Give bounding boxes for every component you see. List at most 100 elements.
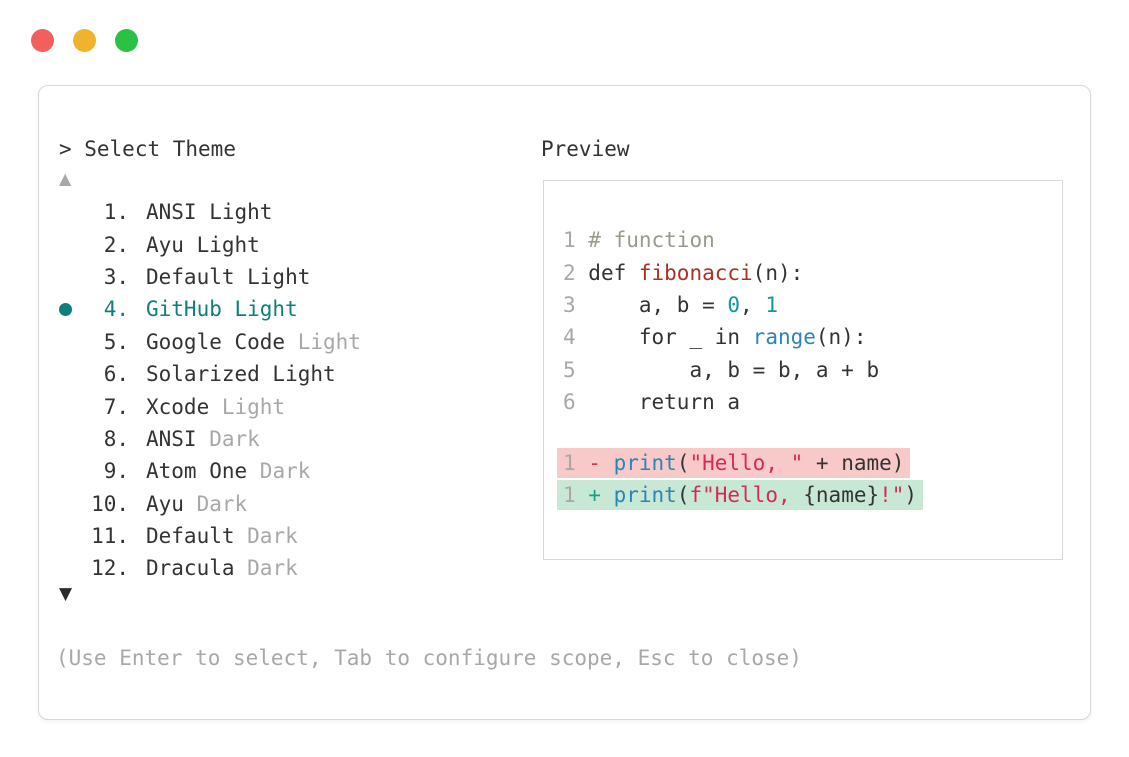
theme-name: Default Dark [146, 524, 298, 549]
preview-label: Preview [541, 137, 630, 161]
code-line: 3 a, b = 0, 1 [563, 289, 1062, 321]
theme-variant-muted: Dark [196, 426, 260, 451]
theme-list-item[interactable]: 12. Dracula Dark [39, 552, 519, 584]
theme-name: ANSI Dark [146, 426, 260, 451]
window-controls [31, 29, 138, 52]
theme-variant-muted: Dark [247, 459, 311, 484]
line-number: 1 [563, 450, 589, 475]
theme-number: 2. [103, 232, 129, 257]
code-line: 5 a, b = b, a + b [563, 354, 1062, 386]
theme-list-item[interactable]: 1. ANSI Light [39, 196, 519, 228]
code-token-plain: , [740, 292, 766, 317]
theme-number: 6. [103, 362, 129, 387]
theme-list-item[interactable]: 3. Default Light [39, 261, 519, 293]
selected-bullet-icon [59, 302, 72, 316]
theme-name: Xcode Light [146, 394, 286, 419]
theme-number: 9. [103, 459, 129, 484]
line-number: 4 [563, 325, 589, 350]
close-button[interactable] [31, 29, 54, 52]
code-token-del: - [588, 450, 614, 475]
theme-list-item[interactable]: 9. Atom One Dark [39, 455, 519, 487]
keyboard-hints: (Use Enter to select, Tab to configure s… [56, 646, 802, 670]
code-token-plain: (n): [815, 325, 867, 350]
code-token-plain: for _ in [588, 325, 753, 350]
code-token-plain: ( [676, 450, 690, 475]
theme-number: 8. [103, 426, 129, 451]
theme-number: 7. [103, 394, 129, 419]
bullet-cell [39, 530, 91, 543]
theme-number: 5. [103, 329, 129, 354]
theme-list-item[interactable]: 7. Xcode Light [39, 390, 519, 422]
bullet-cell [39, 368, 91, 381]
code-line: 1 # function [563, 224, 1062, 256]
theme-list-item[interactable]: 5.Google Code Light [39, 326, 519, 358]
bullet-cell [39, 206, 91, 219]
theme-number: 4. [103, 297, 129, 322]
theme-number: 12. [91, 556, 129, 581]
bullet-cell [39, 497, 91, 510]
scroll-down-icon[interactable]: ▼ [59, 584, 73, 604]
code-token-plain: ) [904, 482, 918, 507]
code-line: 6 return a [563, 386, 1062, 418]
code-token-builtin: print [613, 450, 677, 475]
code-line: 2 def fibonacci(n): [563, 256, 1062, 288]
code-token-number: 0 [727, 292, 741, 317]
code-spacer [563, 418, 1062, 446]
scroll-up-icon[interactable]: ▲ [59, 169, 72, 188]
theme-list-item[interactable]: 6.Solarized Light [39, 358, 519, 390]
diff-highlight: 1 - print("Hello, " + name) [557, 447, 911, 478]
theme-variant-muted: Dark [183, 491, 248, 516]
select-theme-header: > Select Theme [59, 133, 236, 165]
theme-number: 3. [103, 264, 129, 289]
theme-list-item[interactable]: 2. Ayu Light [39, 228, 519, 260]
diff-highlight: 1 + print(f"Hello, {name}!") [557, 479, 924, 510]
theme-variant-muted: Light [285, 329, 361, 354]
theme-name: GitHub Light [146, 297, 298, 322]
bullet-cell [39, 335, 91, 348]
diff-line-deleted: 1 - print("Hello, " + name) [557, 446, 1062, 478]
bullet-cell [39, 465, 91, 478]
code-token-plain: {name} [803, 482, 880, 507]
theme-name: Ayu Light [146, 232, 260, 257]
line-number: 5 [563, 357, 589, 382]
theme-list-item[interactable]: 11.Default Dark [39, 520, 519, 552]
theme-number: 1. [103, 200, 129, 225]
theme-list-item[interactable]: 4. GitHub Light [39, 293, 519, 325]
maximize-button[interactable] [115, 29, 138, 52]
theme-variant-muted: Dark [234, 556, 298, 581]
theme-variant-muted: Dark [234, 524, 298, 549]
code-token-string: f"Hello, [689, 482, 804, 507]
minimize-button[interactable] [73, 29, 96, 52]
code-token-plain: a, b = b, a + b [588, 357, 880, 382]
code-token-plain: + name) [803, 450, 905, 475]
theme-list: 1. ANSI Light 2. Ayu Light 3. Default Light 4.… [39, 196, 519, 585]
prompt-chevron-icon: > [59, 137, 72, 161]
code-token-plain: def [588, 260, 639, 285]
code-token-comment: # function [588, 228, 715, 253]
theme-list-item[interactable]: 8. ANSI Dark [39, 423, 519, 455]
code-token-plain: (n): [752, 260, 804, 285]
code-token-func: fibonacci [638, 260, 753, 285]
line-number: 3 [563, 292, 589, 317]
bullet-cell [39, 238, 91, 251]
bullet-cell [39, 302, 91, 316]
code-token-number: 1 [765, 292, 778, 317]
theme-name: Atom One Dark [146, 459, 311, 484]
line-number: 1 [563, 482, 589, 507]
theme-name: Default Light [146, 264, 311, 289]
bullet-cell [39, 562, 91, 575]
theme-selector-panel: > Select Theme Preview ▲ 1. ANSI Light 2. A… [38, 85, 1091, 720]
code-token-string: !" [879, 482, 905, 507]
theme-name: Ayu Dark [146, 491, 248, 516]
code-token-builtin: print [613, 482, 677, 507]
bullet-cell [39, 432, 91, 445]
theme-list-item[interactable]: 10.Ayu Dark [39, 488, 519, 520]
diff-line-added: 1 + print(f"Hello, {name}!") [557, 479, 1062, 511]
line-number: 2 [563, 260, 589, 285]
code-token-builtin: range [752, 325, 816, 350]
theme-name: ANSI Light [146, 200, 273, 225]
theme-name: Dracula Dark [146, 556, 298, 581]
line-number: 6 [563, 390, 589, 415]
